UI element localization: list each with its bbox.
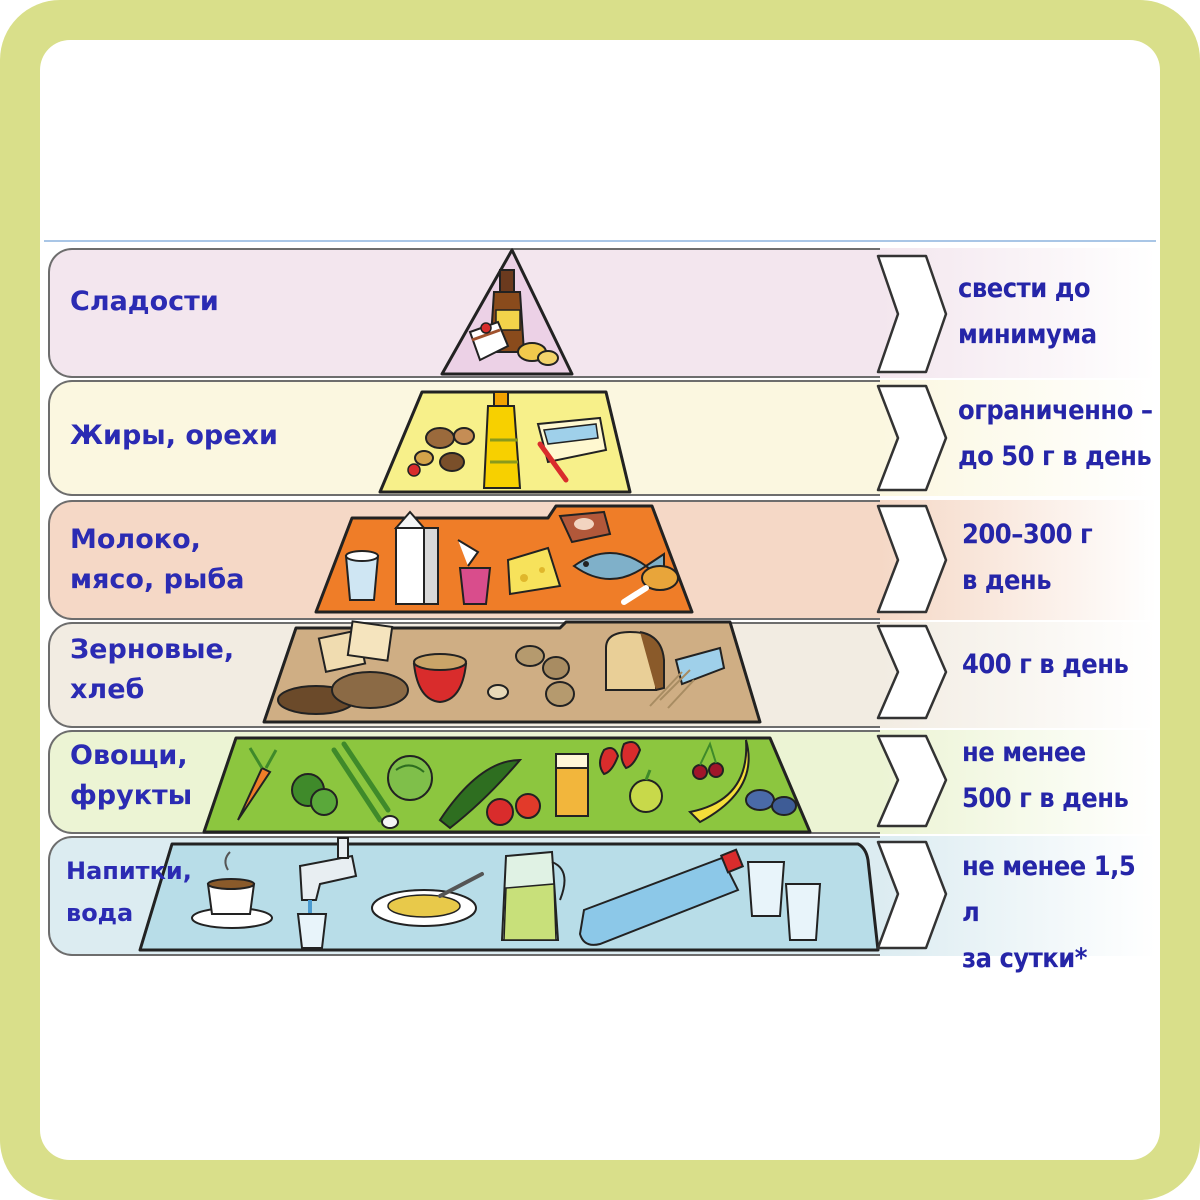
level-label-dairy-meat-fish: Молоко, мясо, рыба bbox=[70, 524, 245, 595]
chevron-vegetables-icon bbox=[876, 734, 948, 828]
loaf-icon bbox=[605, 630, 665, 691]
soup-plate-icon bbox=[371, 872, 484, 927]
chips-icon bbox=[517, 342, 559, 366]
strawberry-icon bbox=[599, 741, 642, 776]
cherry-icon bbox=[692, 741, 724, 780]
tomato-icon bbox=[486, 793, 541, 826]
cheese-icon bbox=[506, 546, 562, 596]
level-label-fats-nuts: Жиры, орехи bbox=[70, 420, 278, 451]
cereal-bowl-icon bbox=[412, 653, 468, 704]
coffee-cup-icon bbox=[191, 851, 273, 929]
level-label-sweets: Сладости bbox=[70, 286, 219, 317]
milk-carton-icon bbox=[393, 510, 439, 605]
chevron-dairy-icon bbox=[876, 504, 948, 614]
crackers-icon bbox=[317, 620, 394, 673]
plum-icon bbox=[745, 789, 797, 816]
water-bottle-icon bbox=[578, 848, 745, 946]
level-label-vegetables-fruits: Овощи, фрукты bbox=[70, 740, 193, 811]
recommendation-sweets: свести до минимума bbox=[958, 273, 1097, 350]
chevron-grains-icon bbox=[876, 624, 948, 720]
cucumber-icon bbox=[438, 758, 523, 830]
green-onion-icon bbox=[331, 741, 399, 829]
yogurt-cup-icon bbox=[457, 539, 492, 605]
steak-icon bbox=[558, 510, 612, 544]
bread-icon bbox=[277, 671, 409, 715]
jug-icon bbox=[500, 850, 566, 941]
recommendation-drinks-water: не менее 1,5 л за сутки* bbox=[962, 851, 1136, 974]
recommendation-vegetables-fruits: не менее 500 г в день bbox=[962, 737, 1129, 814]
faucet-icon bbox=[298, 837, 358, 924]
chicken-leg-icon bbox=[621, 565, 679, 605]
carrot-icon bbox=[237, 747, 278, 821]
butter-icon bbox=[536, 416, 608, 483]
level-label-grains-bread: Зерновые, хлеб bbox=[70, 634, 235, 705]
recommendation-dairy-meat-fish: 200–300 г в день bbox=[962, 519, 1093, 596]
recommendation-fats-nuts: ограниченно – до 50 г в день bbox=[958, 395, 1153, 472]
grain-box-icon bbox=[649, 646, 726, 709]
level-label-drinks-water: Напитки, вода bbox=[66, 857, 192, 927]
chevron-arrow-icons bbox=[876, 254, 948, 950]
cake-icon bbox=[468, 320, 510, 362]
water-glass-icon bbox=[296, 913, 328, 949]
chevron-fats-icon bbox=[876, 384, 948, 492]
cabbage-icon bbox=[387, 755, 433, 801]
nuts-icon bbox=[407, 427, 475, 477]
recommendation-grains-bread: 400 г в день bbox=[962, 649, 1129, 680]
juice-glass-icon bbox=[555, 753, 589, 817]
top-divider bbox=[44, 240, 1156, 242]
chevron-drinks-icon bbox=[876, 840, 948, 950]
banana-icon bbox=[687, 739, 750, 824]
oil-bottle-icon bbox=[482, 391, 522, 489]
broccoli-icon bbox=[291, 773, 338, 816]
chevron-sweets-icon bbox=[876, 254, 948, 374]
water-glasses-icon bbox=[746, 861, 822, 941]
potato-icon bbox=[487, 645, 575, 707]
yogurt-icon bbox=[344, 550, 380, 601]
apple-icon bbox=[629, 769, 663, 813]
